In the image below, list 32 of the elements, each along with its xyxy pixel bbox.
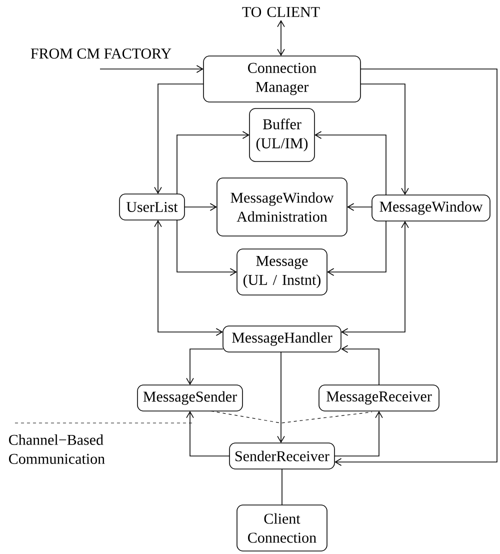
arrow bbox=[154, 84, 204, 194]
arrow bbox=[154, 220, 223, 336]
process-box: Connection Manager bbox=[203, 56, 361, 102]
arrow bbox=[277, 20, 285, 56]
arrow bbox=[100, 65, 204, 73]
arrow bbox=[314, 131, 386, 196]
arrow bbox=[334, 68, 498, 466]
arrow bbox=[176, 131, 250, 194]
arrow bbox=[360, 84, 409, 195]
arrow bbox=[186, 348, 224, 385]
process-box: Message (UL / Instnt) bbox=[236, 248, 328, 296]
edge-label: FROM CM FACTORY bbox=[30, 48, 172, 59]
process-box: UserList bbox=[119, 194, 185, 220]
process-box: SenderReceiver bbox=[229, 442, 335, 470]
arrow bbox=[176, 220, 237, 276]
arrow bbox=[341, 221, 409, 336]
arrow bbox=[327, 220, 386, 276]
process-box: MessageWindow bbox=[372, 194, 490, 222]
process-box: MessageSender bbox=[137, 384, 243, 412]
note-text: Channel−Based Communication bbox=[9, 434, 105, 464]
process-box: MessageReceiver bbox=[318, 384, 440, 412]
arrow bbox=[186, 411, 230, 456]
arrow bbox=[184, 203, 217, 211]
process-box: Client Connection bbox=[236, 504, 328, 552]
arrow bbox=[347, 203, 372, 211]
process-box: MessageWindow Administration bbox=[216, 178, 348, 236]
arrow bbox=[341, 345, 380, 386]
arrow bbox=[277, 352, 285, 443]
arrow bbox=[334, 411, 383, 456]
process-box: MessageHandler bbox=[222, 326, 342, 352]
endpoint-label: TO CLIENT bbox=[242, 6, 320, 18]
process-box: Buffer (UL/IM) bbox=[249, 108, 315, 162]
